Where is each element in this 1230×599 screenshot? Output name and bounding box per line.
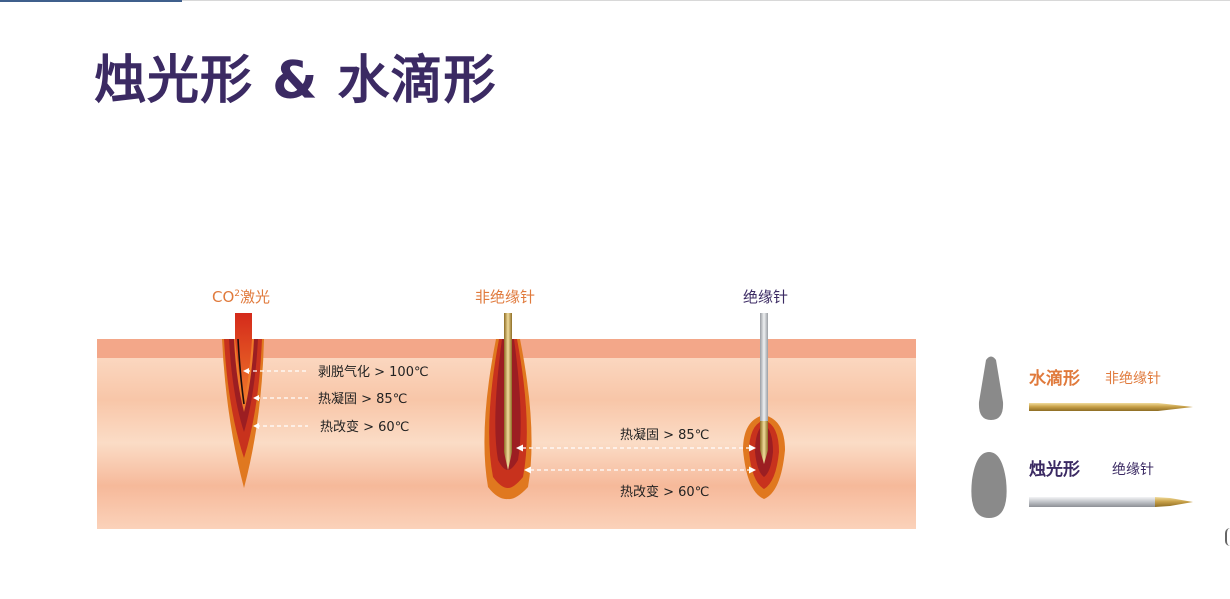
label-non-insulated-needle: 非绝缘针 [475,288,535,306]
annotation-thermal-change: 热改变 > 60℃ [320,419,409,435]
non-insulated-needle [504,313,512,470]
teardrop-shape-icon [978,356,1004,420]
top-rule [0,0,1230,1]
shared-annotation-change: 热改变 > 60℃ [620,484,709,500]
candle-shape-icon [971,452,1007,518]
silver-needle-icon [1029,497,1155,507]
insulated-needle-tip [760,421,768,464]
insulated-zones [743,313,785,499]
insulated-needle-shaft [760,313,768,423]
top-accent-bar [0,0,182,2]
legend-teardrop-needle: 非绝缘针 [1105,371,1161,387]
legend-candle-needle: 绝缘针 [1112,462,1154,478]
co2-sup: 2 [234,289,240,299]
co2-main: CO [212,288,234,306]
label-insulated-needle: 绝缘针 [743,288,788,306]
non-insulated-zones [484,313,532,500]
annotation-coagulation: 热凝固 > 85℃ [318,391,407,407]
co2-laser-zones [222,313,264,488]
silver-needle-gold-tip [1155,497,1193,507]
annotation-ablation: 剥脱气化 > 100℃ [318,364,429,380]
gold-needle-icon [1029,403,1193,411]
legend-candle-label: 烛光形 [1029,459,1080,480]
label-co2-laser: CO2激光 [212,288,270,306]
co2-rest: 激光 [240,288,270,306]
edge-fragment [1225,528,1230,546]
legend-teardrop: 水滴形 非绝缘针 [978,356,1193,420]
co2-laser-beam [235,313,252,404]
page-title: 烛光形 & 水滴形 [94,51,497,111]
legend-teardrop-label: 水滴形 [1029,368,1080,389]
shared-annotation-coagulation: 热凝固 > 85℃ [620,427,709,443]
legend-candle: 烛光形 绝缘针 [971,452,1193,518]
